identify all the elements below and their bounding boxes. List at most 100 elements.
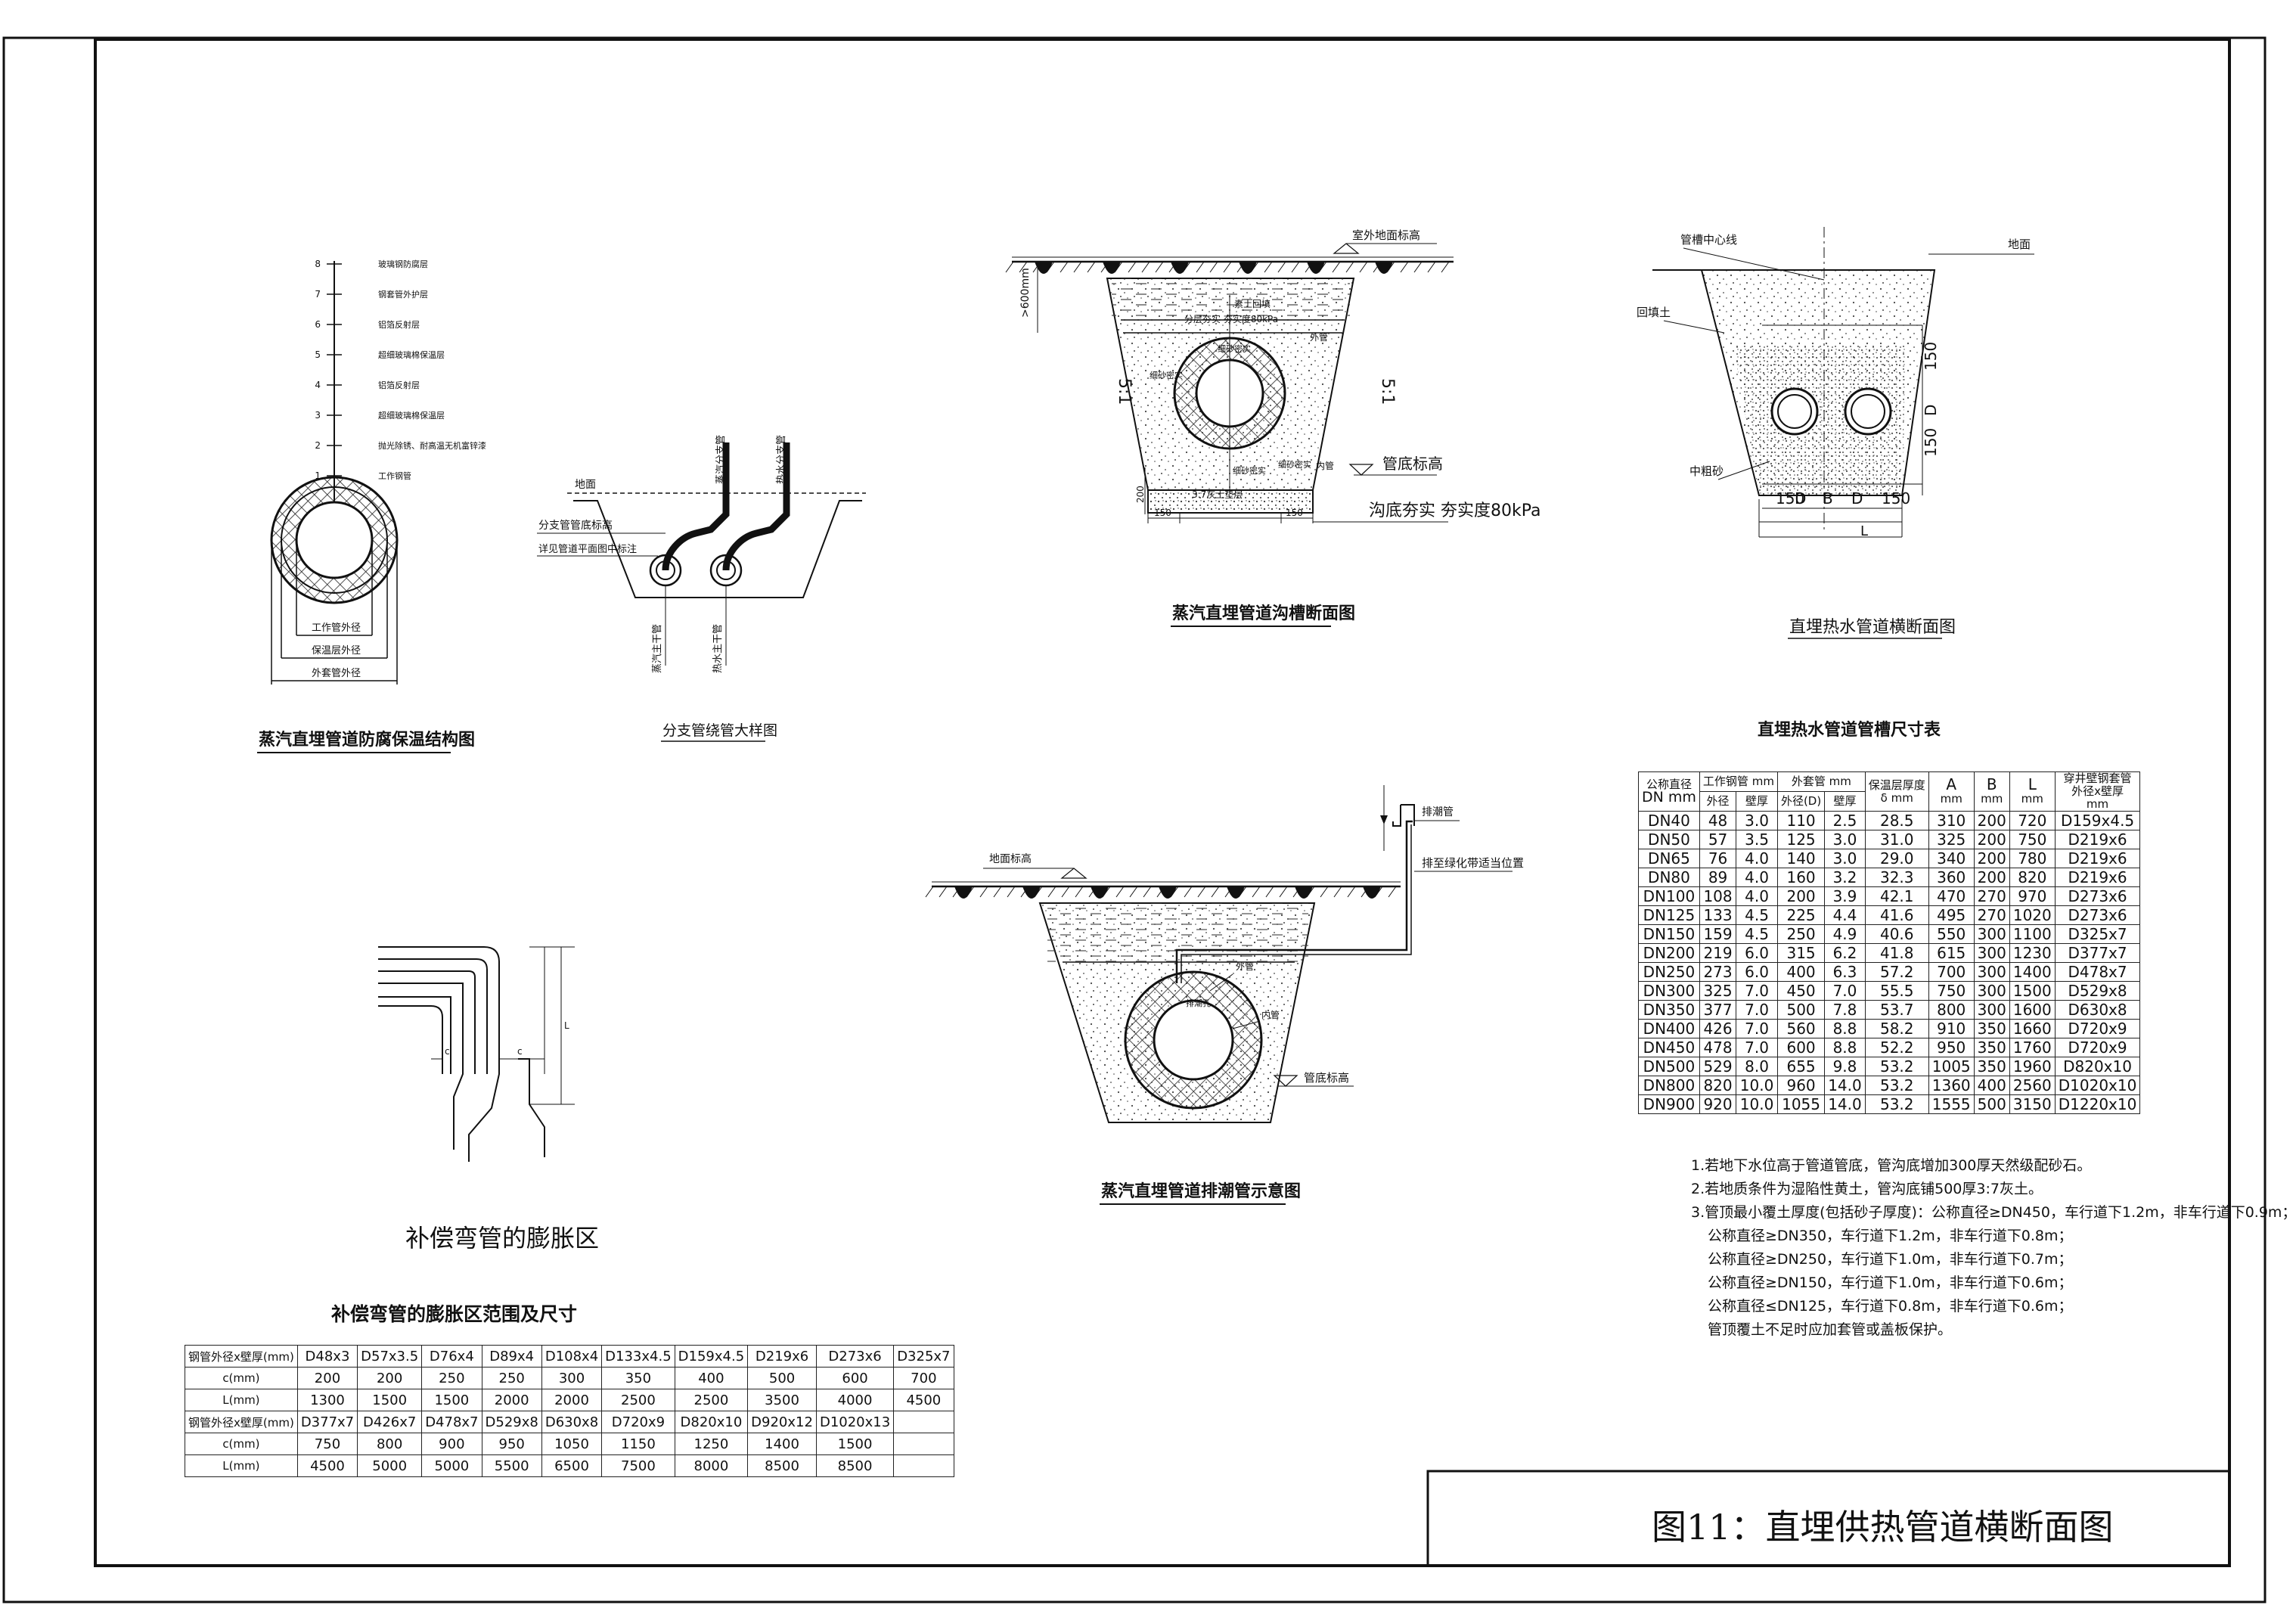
table-cell: D630x8	[541, 1411, 603, 1433]
layer-number: 3	[315, 410, 321, 421]
table-cell: DN500	[1638, 1057, 1700, 1076]
table-cell: 28.5	[1864, 811, 1929, 830]
trench-caption: 蒸汽直埋管道沟槽断面图	[1172, 604, 1355, 623]
table-cell: 4.5	[1736, 905, 1778, 925]
table-cell: 32.3	[1864, 868, 1929, 887]
hw-dim-bottom: B	[1823, 489, 1833, 508]
table-cell: 9.8	[1824, 1057, 1866, 1076]
table-cell: 1005	[1928, 1057, 1975, 1076]
table-cell: 1660	[2009, 1019, 2056, 1038]
table-cell: 108	[1699, 886, 1737, 906]
table-cell: 53.2	[1864, 1057, 1929, 1076]
pipe-table-title: 直埋热水管道管槽尺寸表	[1758, 720, 1941, 740]
table-cell: 315	[1776, 943, 1826, 963]
pipe-table-head-2: 外径 壁厚 外径(D) 壁厚	[1639, 791, 2140, 812]
table-cell: 14.0	[1824, 1076, 1866, 1095]
table-cell: 53.2	[1864, 1094, 1929, 1114]
title-block: 图11：直埋供热管道横断面图	[1426, 1470, 2231, 1567]
table-cell: 270	[1973, 905, 2010, 925]
table-cell: DN200	[1638, 943, 1700, 963]
table-cell: 4.0	[1736, 868, 1778, 887]
table-cell: 1300	[296, 1389, 358, 1411]
table-cell: 400	[674, 1367, 749, 1389]
trench-ground-elev: 室外地面标高	[1352, 228, 1420, 242]
row-header: 钢管外径x壁厚(mm)	[185, 1345, 298, 1368]
layer-label: 玻璃钢防腐层	[378, 259, 428, 269]
hw-center-line: 管槽中心线	[1680, 233, 1737, 247]
drain-caption: 蒸汽直埋管道排潮管示意图	[1101, 1181, 1301, 1201]
table-cell: DN400	[1638, 1019, 1700, 1038]
table-cell: D820x10	[674, 1411, 749, 1433]
table-cell: 8500	[747, 1454, 817, 1477]
table-cell: 1250	[674, 1433, 749, 1455]
table-cell: DN50	[1638, 830, 1700, 849]
table-cell: DN100	[1638, 886, 1700, 906]
trench-dim-200: 200	[1135, 486, 1146, 503]
table-cell: 160	[1776, 868, 1826, 887]
trench-bottom-elev: 管底标高	[1382, 455, 1443, 473]
table-cell: 7.0	[1736, 981, 1778, 1001]
trench-slope-left: 5:1	[1115, 378, 1134, 405]
branch-ground: 地面	[575, 479, 596, 491]
table-cell: 1960	[2009, 1057, 2056, 1076]
table-cell: 53.2	[1864, 1076, 1929, 1095]
table-cell: 250	[1776, 924, 1826, 944]
table-cell: 4.0	[1736, 886, 1778, 906]
table-cell: 950	[1928, 1038, 1975, 1057]
table-cell: 750	[2009, 830, 2056, 849]
table-cell: 41.8	[1864, 943, 1929, 963]
table-cell: D219x6	[2054, 830, 2141, 849]
table-cell: 720	[2009, 811, 2056, 830]
table-cell: 900	[421, 1433, 482, 1455]
table-cell: 200	[1973, 849, 2010, 868]
table-cell: 8000	[674, 1454, 749, 1477]
table-cell: 300	[1973, 981, 2010, 1001]
trench-depth: >600mm	[1019, 268, 1032, 318]
table-cell: 300	[1973, 924, 2010, 944]
table-cell: 159	[1699, 924, 1737, 944]
drain-inner-pipe: 内管	[1261, 1009, 1280, 1020]
table-cell: 3.2	[1824, 868, 1866, 887]
table-cell: 4500	[893, 1389, 954, 1411]
table-cell: 780	[2009, 849, 2056, 868]
table-cell: D273x6	[2054, 905, 2141, 925]
table-cell: 1020	[2009, 905, 2056, 925]
drain-bottom-elev: 管底标高	[1304, 1071, 1349, 1085]
dim-work-pipe: 工作管外径	[312, 622, 361, 634]
table-cell: D273x6	[815, 1345, 895, 1368]
table-cell: 7.0	[1736, 1019, 1778, 1038]
table-cell: 3.0	[1736, 811, 1778, 830]
table-cell: 273	[1699, 962, 1737, 982]
th-wall2: 壁厚	[1824, 791, 1866, 812]
trench-compact: 分层夯实 夯实度80kPa	[1184, 313, 1278, 324]
table-cell: D426x7	[357, 1411, 423, 1433]
layer-label: 工作钢管	[378, 470, 411, 481]
main-label-2: 热水主干管	[712, 624, 724, 673]
table-cell: 7.0	[1736, 1000, 1778, 1020]
layer-label: 铝箔反射层	[378, 380, 420, 390]
table-cell: D325x7	[893, 1345, 954, 1368]
table-cell: DN350	[1638, 1000, 1700, 1020]
table-cell: 1055	[1776, 1094, 1826, 1114]
table-cell: 300	[1973, 943, 2010, 963]
note-line: 管顶覆土不足时应加套管或盖板保护。	[1708, 1321, 1953, 1338]
table-cell: 1400	[2009, 962, 2056, 982]
table-cell: 250	[481, 1367, 542, 1389]
table-cell: 7.8	[1824, 1000, 1866, 1020]
table-cell: DN125	[1638, 905, 1700, 925]
layer-number: 2	[315, 440, 321, 451]
table-cell	[893, 1454, 954, 1477]
hw-dim-bottom: D	[1851, 489, 1863, 508]
table-cell: 3500	[747, 1389, 817, 1411]
